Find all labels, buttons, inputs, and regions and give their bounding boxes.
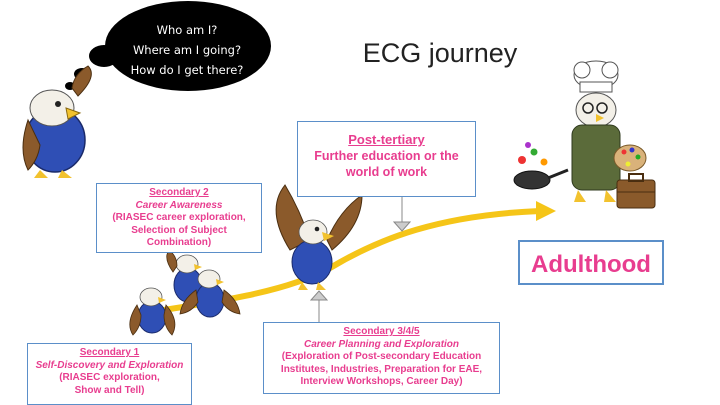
eagle-thinking-icon xyxy=(22,65,92,178)
palette-icon xyxy=(613,144,647,172)
eagle-walking-icon xyxy=(179,269,241,318)
thought-line-1: Who am I? xyxy=(156,23,218,37)
stage-adulthood: Adulthood xyxy=(518,240,664,285)
sec345-pointer-icon xyxy=(309,290,329,301)
stage-detail: Selection of Subject xyxy=(131,224,227,236)
stage-detail: (Exploration of Post-secondary Education xyxy=(281,351,482,362)
stage-secondary-2: Secondary 2 Career Awareness (RIASEC car… xyxy=(96,183,262,253)
journey-arrow-head-icon xyxy=(536,201,556,221)
eagle-flying-icon xyxy=(275,184,363,290)
eagle-walking-icon xyxy=(129,287,176,336)
page-title: ECG journey xyxy=(362,38,518,68)
stage-detail: Combination) xyxy=(146,237,212,248)
stage-detail: Institutes, Industries, Preparation for … xyxy=(280,363,483,375)
stage-post-tertiary: Post-tertiary Further education or the w… xyxy=(297,121,476,197)
stage-subheading: Career Awareness xyxy=(135,199,223,211)
stage-subheading: Career Planning and Exploration xyxy=(303,338,460,350)
frying-pan-icon xyxy=(513,142,569,190)
stage-detail: world of work xyxy=(345,165,428,179)
thought-line-2: Where am I going? xyxy=(132,43,242,57)
stage-detail: Further education or the xyxy=(314,149,459,163)
stage-detail: (RIASEC career exploration, xyxy=(112,212,246,223)
stage-secondary-345: Secondary 3/4/5 Career Planning and Expl… xyxy=(263,322,500,394)
stage-heading: Secondary 1 xyxy=(79,347,140,358)
thought-line-3: How do I get there? xyxy=(130,63,244,77)
stage-detail: Show and Tell) xyxy=(74,384,145,396)
briefcase-icon xyxy=(616,173,656,209)
stage-detail: Interview Workshops, Career Day) xyxy=(300,376,463,387)
eagle-walking-icon xyxy=(166,249,203,303)
stage-secondary-1: Secondary 1 Self-Discovery and Explorati… xyxy=(27,343,192,405)
stage-heading: Secondary 3/4/5 xyxy=(343,326,420,337)
stage-subheading: Self-Discovery and Exploration xyxy=(35,359,184,371)
stage-detail: (RIASEC exploration, xyxy=(59,372,160,383)
eagle-chef-icon xyxy=(571,60,621,202)
stage-heading: Secondary 2 xyxy=(149,187,209,198)
post-tertiary-pointer-icon xyxy=(392,221,412,232)
stage-heading: Post-tertiary xyxy=(348,132,425,147)
